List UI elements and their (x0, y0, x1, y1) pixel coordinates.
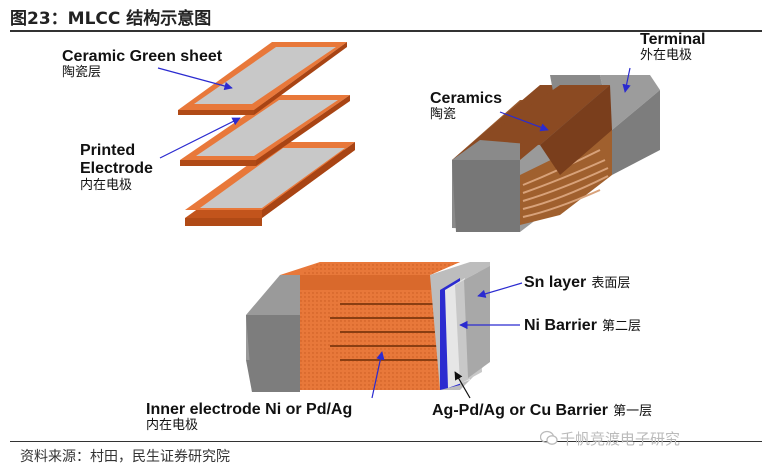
title-divider (10, 30, 762, 32)
label-ag-barrier-en: Ag-Pd/Ag or Cu Barrier (432, 402, 609, 419)
arrow-ceramics (499, 111, 549, 132)
label-inner-electrode-cn: 内在电极 (146, 418, 199, 434)
callout-arrows (157, 67, 631, 399)
green-sheet-stack (178, 42, 355, 226)
arrow-printed-electrode (159, 117, 241, 159)
label-ag-barrier-cn: 第一层 (613, 404, 653, 419)
label-ni-barrier: Ni Barrier 第二层 (524, 316, 641, 335)
label-terminal: Terminal 外在电极 (640, 31, 706, 64)
label-ceramics-en: Ceramics (430, 90, 503, 107)
figure-title: 图23：MLCC 结构示意图 (10, 9, 212, 29)
label-sn-layer-cn: 表面层 (591, 276, 631, 291)
source-note: 资料来源：村田，民生证券研究院 (20, 449, 230, 465)
label-inner-electrode: Inner electrode Ni or Pd/Ag 内在电极 (146, 401, 352, 434)
mlcc-chip (452, 75, 660, 232)
arrow-green-sheet (157, 67, 233, 91)
arrow-ag-barrier (454, 371, 471, 399)
label-sn-layer: Sn layer 表面层 (524, 273, 630, 292)
footer-divider (10, 441, 762, 442)
label-ceramics-cn: 陶瓷 (430, 107, 457, 123)
wechat-icon (540, 430, 558, 445)
label-green-sheet-en: Ceramic Green sheet (62, 48, 223, 65)
arrow-sn-layer (477, 282, 523, 298)
label-terminal-cn: 外在电极 (640, 48, 693, 64)
label-inner-electrode-en: Inner electrode Ni or Pd/Ag (146, 401, 353, 418)
label-printed-electrode: Printed Electrode 内在电极 (80, 142, 153, 194)
label-ceramics: Ceramics 陶瓷 (430, 90, 502, 123)
label-ag-barrier: Ag-Pd/Ag or Cu Barrier 第一层 (432, 401, 652, 420)
label-printed-electrode-cn: 内在电极 (80, 177, 133, 193)
label-terminal-en: Terminal (640, 31, 706, 48)
label-ni-barrier-cn: 第二层 (602, 319, 642, 334)
label-ni-barrier-en: Ni Barrier (524, 317, 597, 334)
arrow-inner-electrode (371, 351, 385, 399)
label-printed-electrode-en2: Electrode (80, 160, 153, 178)
label-printed-electrode-en1: Printed (80, 142, 136, 159)
label-green-sheet-cn: 陶瓷层 (62, 65, 102, 81)
watermark-text: 千帆竞渡电子研究 (560, 430, 681, 448)
cross-section-chip (246, 262, 490, 392)
label-green-sheet: Ceramic Green sheet 陶瓷层 (62, 48, 222, 81)
arrow-terminal (622, 67, 631, 93)
label-sn-layer-en: Sn layer (524, 274, 587, 291)
